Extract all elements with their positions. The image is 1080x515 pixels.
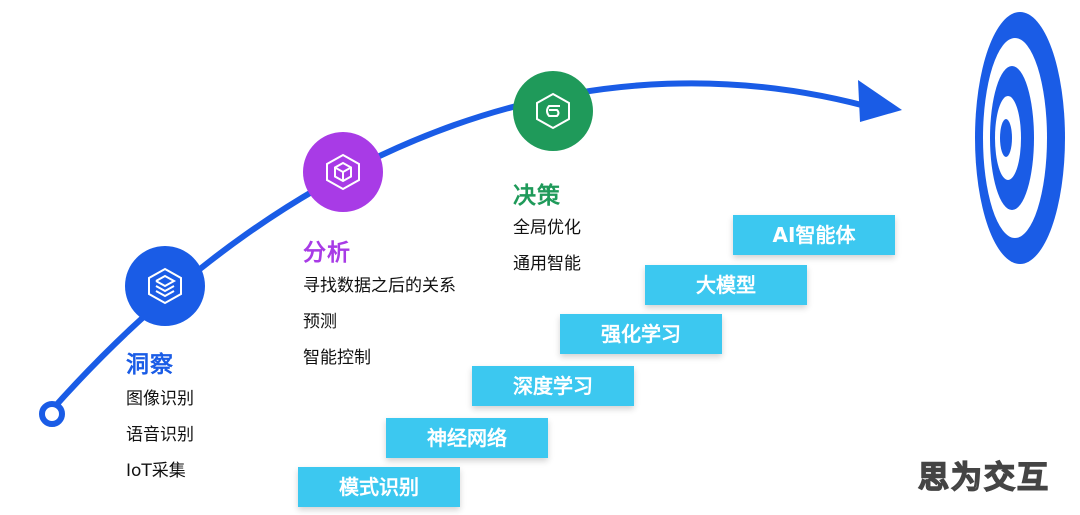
analyze-item: 预测 (303, 312, 337, 332)
analyze-circle (303, 132, 383, 212)
analyze-title: 分析 (303, 240, 351, 266)
analyze-item: 智能控制 (303, 348, 371, 368)
target-icon (975, 12, 1065, 264)
analyze-item: 寻找数据之后的关系 (303, 276, 456, 296)
step-pattern-recognition: 模式识别 (298, 467, 460, 507)
observe-items: 图像识别 语音识别 IoT采集 (126, 381, 194, 489)
curve-start-node (39, 401, 65, 427)
watermark: 思为交互 (917, 459, 1050, 496)
swirl-icon (536, 92, 570, 130)
observe-title: 洞察 (126, 352, 174, 378)
step-neural-network: 神经网络 (386, 418, 548, 458)
step-ai-agent: AI智能体 (733, 215, 895, 255)
decide-item: 通用智能 (513, 254, 581, 274)
curve-arrowhead (858, 80, 902, 122)
observe-item: 语音识别 (126, 425, 194, 445)
decide-circle (513, 71, 593, 151)
decide-item: 全局优化 (513, 218, 581, 238)
step-large-model: 大模型 (645, 265, 807, 305)
observe-item: 图像识别 (126, 389, 194, 409)
layers-stack-icon (148, 267, 182, 305)
step-reinforcement-learning: 强化学习 (560, 314, 722, 354)
observe-item: IoT采集 (126, 461, 186, 481)
step-deep-learning: 深度学习 (472, 366, 634, 406)
decide-items: 全局优化 通用智能 (513, 210, 581, 282)
analyze-items: 寻找数据之后的关系 预测 智能控制 (303, 268, 456, 376)
decide-title: 决策 (513, 183, 561, 209)
observe-circle (125, 246, 205, 326)
cube-icon (326, 153, 360, 191)
